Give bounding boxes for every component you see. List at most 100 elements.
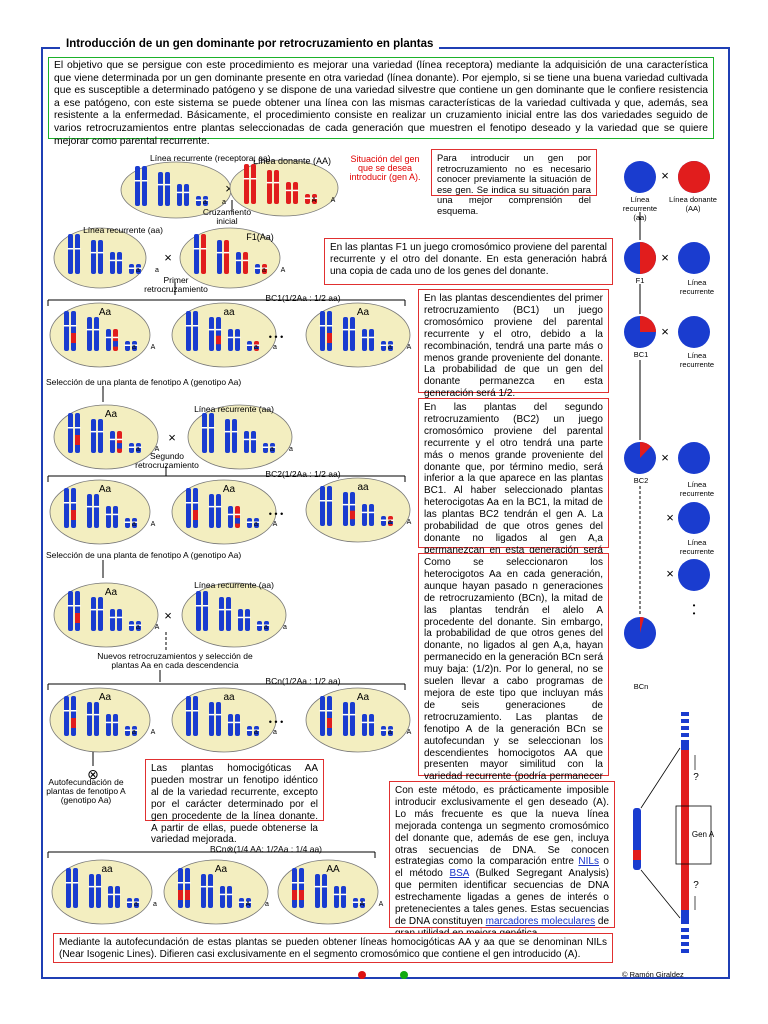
plant-recurrent-bc2cross-chrom-0b — [209, 413, 214, 453]
plant-recurrent-f1cross-allele-1: a — [136, 267, 140, 274]
zoom-dash-top-3 — [681, 733, 689, 737]
plant-bc1-2-allele-1: a — [254, 344, 258, 351]
plant-bc2-2-chrom-0b-centromere — [192, 502, 199, 504]
label-recurrent-receptor: Línea recurrente (receptora; aa) — [150, 153, 271, 163]
plant-bc1-1-chrom-1a-centromere — [86, 328, 93, 331]
plant-bc2-3-chrom-1a-centromere — [342, 503, 349, 506]
plant-bc2-2-chrom-1a-centromere — [208, 505, 215, 508]
plant-self-2-chrom-0a-centromere — [177, 882, 184, 884]
plant-f1-chrom-0a-centromere — [193, 248, 200, 250]
plant-bc2-1-chrom-2a — [106, 506, 111, 528]
plant-bc2-1-chrom-3b-centromere — [131, 521, 138, 523]
plant-bcn-2-allele-1: a — [254, 729, 258, 736]
plant-bc1-2-genotype: aa — [223, 307, 235, 318]
plant-recurrent-bcncross-chrom-0b — [203, 591, 208, 631]
footer-credit: © Ramón Giraldez — [622, 970, 684, 979]
plant-recurrent-initial-chrom-3a-centromere — [195, 199, 202, 201]
plant-recurrent-f1cross-chrom-2b — [117, 252, 122, 274]
plant-bcn-1-chrom-2a — [106, 714, 111, 736]
plant-donor-initial-chrom-2a-centromere — [285, 189, 292, 192]
plant-donor-initial-chrom-1a — [267, 170, 272, 204]
plant-f1-chrom-2a-centromere — [235, 259, 242, 262]
plant-recurrent-initial-chrom-0b-centromere — [141, 180, 148, 182]
plant-donor-initial-chrom-1b-centromere — [273, 181, 280, 184]
plant-self-1-chrom-1b — [96, 874, 101, 908]
plant-bc1-2-chrom-2a-centromere — [227, 336, 234, 339]
plant-recurrent-f1cross-chrom-3a-centromere — [128, 267, 135, 269]
plant-self-3-chrom-0a-segment — [292, 890, 297, 900]
plant-bc2-3-chrom-0a — [320, 486, 325, 526]
plant-bc1-3-chrom-0b — [327, 311, 332, 351]
self-symbol: ⊗ — [87, 766, 99, 782]
plant-bc2-selected-allele-1: a — [136, 624, 140, 631]
plant-bc1-2-chrom-1b — [216, 317, 221, 351]
plant-self-2-chrom-2a-centromere — [219, 893, 226, 896]
plant-f1-chrom-0a — [194, 234, 199, 274]
plant-recurrent-f1cross-chrom-0b — [75, 234, 80, 274]
plant-donor-initial-chrom-1b — [274, 170, 279, 204]
plant-self-1-chrom-3a-centromere — [126, 901, 133, 903]
plant-bc2-1-chrom-1b — [94, 494, 99, 528]
plant-donor-initial-chrom-1a-centromere — [266, 181, 273, 184]
plant-bc2-3-allele-2: A — [407, 519, 412, 526]
zoom-line-bottom — [640, 869, 681, 919]
plant-recurrent-f1cross-chrom-1b — [98, 240, 103, 274]
plant-recurrent-bcncross-chrom-0a-centromere — [195, 605, 202, 607]
side-label-bcn: BCn — [633, 682, 649, 691]
plant-bcn-1-chrom-3a-centromere — [124, 729, 131, 731]
label-first-backcross: Primer retrocruzamiento — [144, 275, 208, 294]
label-donor: Línea donante (AA) — [252, 156, 332, 166]
plant-bcn-2-chrom-2b — [235, 714, 240, 736]
plant-bc1-selected-allele-1: a — [136, 446, 140, 453]
plant-bc2-2-allele-1: a — [254, 521, 258, 528]
zoom-chromosome-large — [681, 740, 689, 924]
side-label-recurrent-3: Línea recurrente — [679, 351, 715, 369]
nils-link[interactable]: NILs — [578, 856, 599, 868]
plant-bc2-3-chrom-3a-centromere — [380, 519, 387, 521]
plant-bc2-3-chrom-1a — [343, 492, 348, 526]
plant-bcn-1-chrom-1a — [87, 702, 92, 736]
plant-bcn-3-chrom-0a — [320, 696, 325, 736]
page-title: Introducción de un gen dominante por ret… — [60, 38, 440, 50]
plant-bcn-2-chrom-0a-centromere — [185, 710, 192, 712]
plant-recurrent-bc2cross-chrom-3b-centromere — [269, 446, 276, 448]
note-method-text-b: o el método — [395, 856, 609, 880]
gene-a-label: Gen A — [691, 830, 715, 839]
plant-bcn-2-chrom-2a-centromere — [227, 721, 234, 724]
markers-link[interactable]: marcadores moleculares — [485, 915, 596, 927]
side-circle-recurrent — [624, 161, 656, 193]
cross-f1-symbol: × — [164, 250, 172, 265]
zoom-gene-box — [675, 805, 712, 865]
plant-recurrent-f1cross-allele-2: a — [155, 267, 159, 274]
plant-bcn-1-chrom-0a — [64, 696, 69, 736]
label-gene-position: Situación del gen que se desea introduci… — [349, 154, 421, 182]
plant-f1-chrom-3b-centromere — [261, 267, 268, 269]
plant-donor-initial-chrom-3a-centromere — [304, 197, 311, 199]
plant-bc1-1-allele-2: A — [151, 344, 156, 351]
plant-bc1-3-chrom-1a — [343, 317, 348, 351]
plant-self-1-chrom-0a-centromere — [65, 882, 72, 884]
plant-self-3-allele-1: A — [360, 901, 365, 908]
plant-recurrent-bc2cross-allele-1: a — [270, 446, 274, 453]
plant-recurrent-bcncross-chrom-2b-centromere — [244, 616, 251, 619]
plant-bc2-2-chrom-1b-centromere — [215, 505, 222, 508]
plant-bcn-3-chrom-3b-centromere — [387, 729, 394, 731]
plant-bc2-1-chrom-0a-centromere — [63, 502, 70, 504]
side-circle-recurrent-2 — [678, 242, 710, 274]
plant-bcn-3-chrom-2a-centromere — [361, 721, 368, 724]
plant-bcn-1-chrom-1a-centromere — [86, 713, 93, 716]
plant-self-2-genotype: Aa — [215, 864, 228, 875]
bsa-link[interactable]: BSA — [449, 868, 469, 880]
dots-bcn: • • • — [269, 717, 283, 727]
plant-bc1-selected-chrom-2b-centromere — [116, 438, 123, 441]
plant-bc1-1-chrom-0b — [71, 311, 76, 351]
plant-recurrent-initial-allele-2: a — [222, 199, 226, 206]
plant-bcn-3-chrom-1a-centromere — [342, 713, 349, 716]
plant-bcn-3-allele-2: A — [407, 729, 412, 736]
plant-self-3-chrom-2a-centromere — [333, 893, 340, 896]
plant-self-1-chrom-1a — [89, 874, 94, 908]
plant-bc1-1-chrom-0b-segment — [71, 333, 76, 343]
plant-recurrent-bcncross-chrom-0b-centromere — [202, 605, 209, 607]
plant-recurrent-f1cross-chrom-3b-centromere — [135, 267, 142, 269]
plant-bc1-1-chrom-1b — [94, 317, 99, 351]
